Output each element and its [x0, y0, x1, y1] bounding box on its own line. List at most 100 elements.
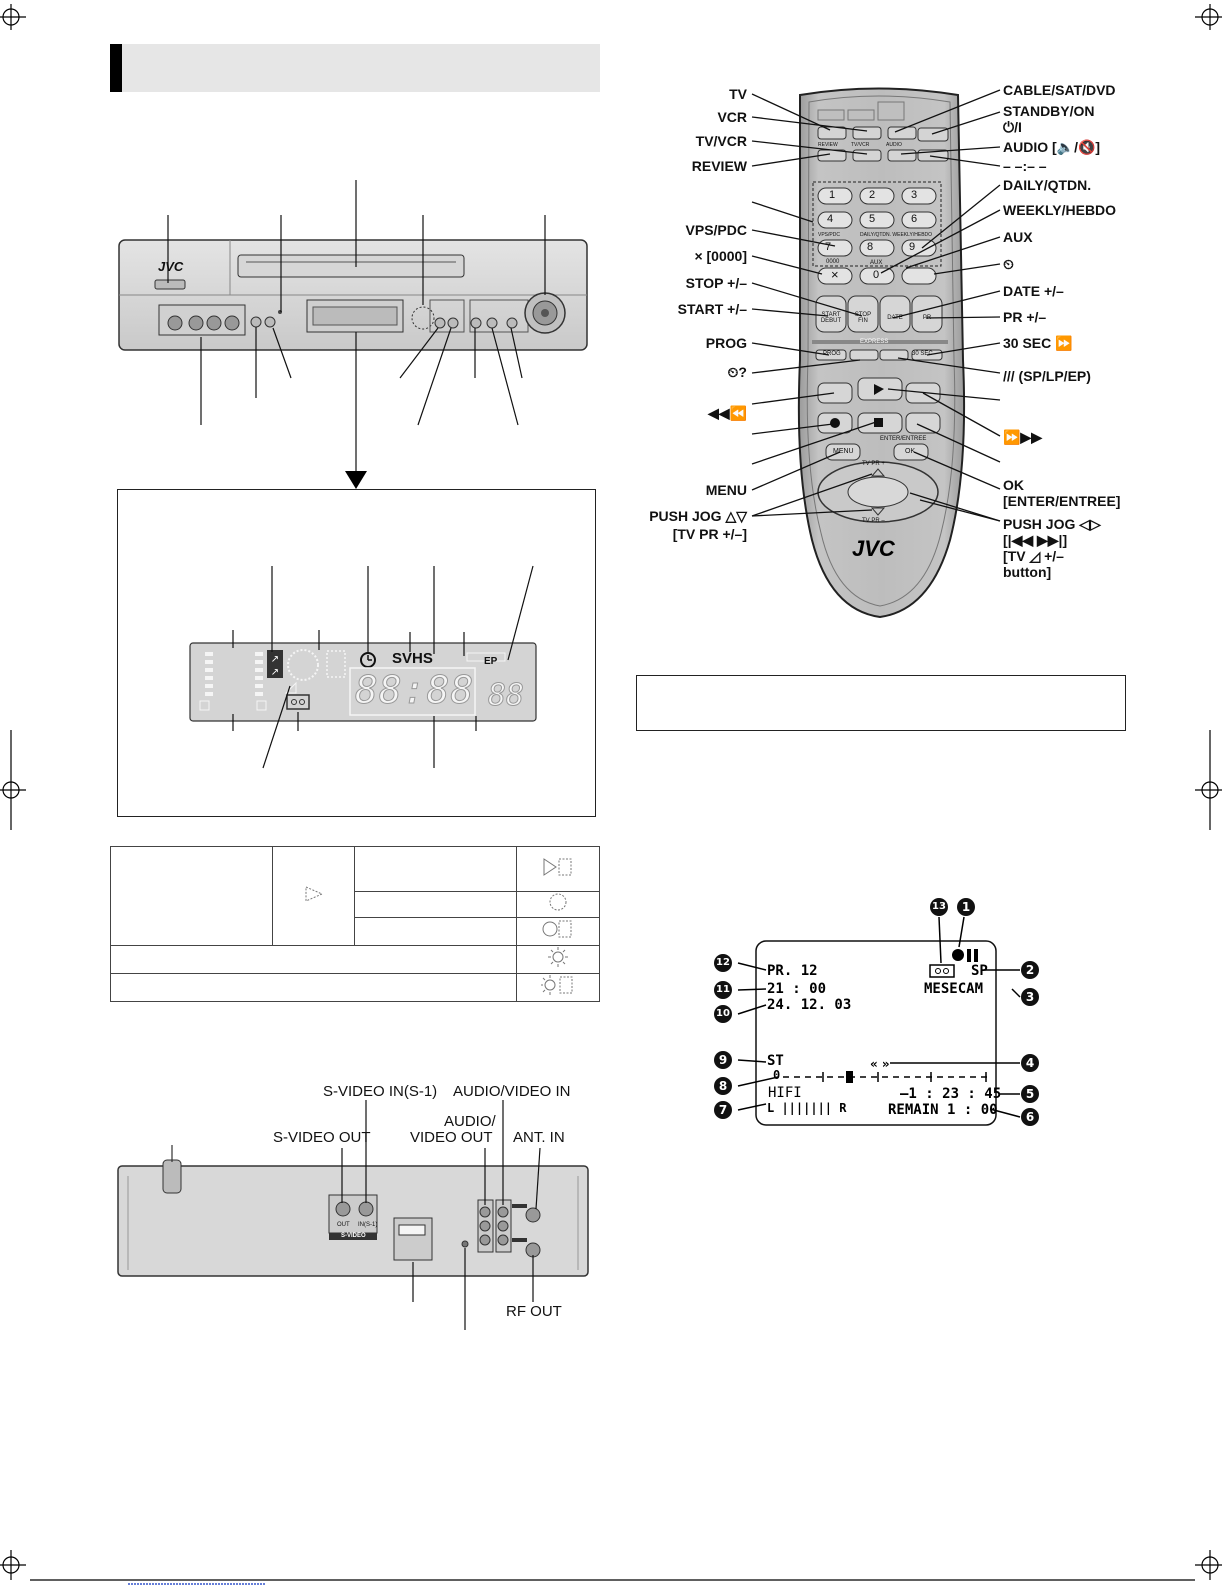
svg-text:↗: ↗	[271, 654, 279, 665]
remote-label-audio: AUDIO [🔈/🔇]	[1003, 139, 1101, 155]
osd-badge-6: 6	[1021, 1108, 1039, 1126]
remote-label-weekly: WEEKLY/HEBDO	[1003, 202, 1117, 218]
front-panel-brand: JVC	[158, 259, 184, 274]
remote-key-clear-label: 0000	[826, 259, 840, 265]
remote-label-tv-vcr: TV/VCR	[695, 133, 747, 149]
remote-key-date[interactable]: DATE	[887, 315, 903, 321]
osd-clock: 21 : 00	[767, 981, 827, 997]
rear-ant-in-label: ANT. IN	[513, 1129, 565, 1146]
rear-svideo-in-small: IN(S-1)	[358, 1222, 378, 1228]
rear-svideo-in-label: S-VIDEO IN(S-1)	[323, 1083, 438, 1100]
remote-label-aux: AUX	[1003, 229, 1033, 245]
remote-key-review-label: REVIEW	[818, 142, 838, 148]
remote-key-audio-label: AUDIO	[886, 142, 902, 148]
remote-key-daily-label: DAILY/QTDN. WEEKLY/HEBDO	[860, 232, 933, 238]
legend-icon-cell	[516, 846, 600, 892]
remote-label-vcr: VCR	[717, 109, 747, 125]
osd-badge-1: 1	[957, 898, 975, 916]
remote-key-start[interactable]: START DEBUT	[820, 312, 842, 324]
osd-badge-13: 13	[930, 898, 948, 916]
osd-counter-zero: 0	[773, 1068, 781, 1082]
remote-label-30sec: 30 SEC ⏩	[1003, 335, 1073, 351]
osd-remain: REMAIN 1 : 00	[888, 1102, 998, 1118]
legend-icon-cell	[516, 973, 600, 1002]
remote-enter-label: ENTER/ENTREE	[880, 436, 927, 442]
remote-brand-logo: JVC	[852, 536, 895, 561]
remote-key-clear[interactable]: ×	[831, 267, 839, 282]
remote-key-9[interactable]: 9	[909, 241, 916, 253]
header-accent	[110, 44, 122, 92]
rear-av-out-label-1: AUDIO/	[444, 1113, 496, 1130]
remote-key-3[interactable]: 3	[911, 189, 918, 201]
remote-key-2[interactable]: 2	[869, 189, 876, 201]
remote-key-prog[interactable]: PROG	[823, 351, 841, 357]
play-grid-icon	[543, 857, 572, 876]
osd-badge-4: 4	[1021, 1054, 1039, 1072]
osd-audio-level: L ||||||| R	[767, 1101, 847, 1115]
osd-badge-3: 3	[1021, 988, 1039, 1006]
remote-label-date: DATE +/–	[1003, 283, 1064, 299]
display-svhs-indicator: SVHS	[392, 650, 433, 667]
remote-label-speed: /// (SP/LP/EP)	[1003, 368, 1091, 384]
remote-label-button: button]	[1003, 564, 1052, 580]
play-outline-icon	[305, 885, 323, 902]
remote-tvpr-top: TV PR +	[862, 461, 885, 467]
remote-key-4[interactable]: 4	[827, 213, 834, 225]
osd-hifi: HIFI	[768, 1085, 802, 1101]
remote-label-timer: ⏲	[1003, 256, 1014, 272]
osd-date: 24. 12. 03	[767, 997, 852, 1013]
remote-key-1[interactable]: 1	[829, 189, 836, 201]
legend-cell	[110, 846, 273, 946]
remote-key-menu[interactable]: MENU	[833, 448, 854, 455]
remote-label-review: REVIEW	[691, 158, 747, 174]
legend-cell	[109, 973, 518, 1002]
remote-label-ffwd: ⏩▶▶	[1003, 429, 1042, 445]
remote-label-push-jog-updown: PUSH JOG △▽	[649, 508, 747, 524]
svg-text:« »: « »	[870, 1057, 890, 1071]
osd-badge-8: 8	[714, 1077, 732, 1095]
rear-svideo-out-small: OUT	[337, 1222, 350, 1228]
remote-label-dashes: – –:– –	[1003, 158, 1047, 174]
remote-key-pr[interactable]: PR	[922, 315, 932, 321]
remote-key-0[interactable]: 0	[873, 269, 880, 281]
osd-badge-10: 10	[714, 1005, 732, 1023]
remote-label-pr: PR +/–	[1003, 309, 1047, 325]
osd-stereo: ST	[767, 1053, 784, 1069]
osd-badge-5: 5	[1021, 1085, 1039, 1103]
rear-rf-out-label: RF OUT	[506, 1303, 562, 1320]
rear-svideo-panel-label: S-VIDEO	[341, 1233, 366, 1239]
remote-key-aux-label: AUX	[870, 260, 883, 266]
osd-tape-speed: SP	[971, 963, 988, 979]
remote-key-7[interactable]: 7	[825, 241, 832, 253]
legend-icon-cell	[516, 917, 600, 946]
flashing-circle-grid-icon	[541, 975, 573, 995]
remote-label-timer-check: ⏲?	[727, 364, 747, 380]
remote-label-stop: STOP +/–	[685, 275, 747, 291]
remote-key-stop[interactable]: STOP FIN	[854, 312, 872, 324]
rear-av-in-label: AUDIO/VIDEO IN	[453, 1083, 571, 1100]
remote-label-vps-pdc: VPS/PDC	[685, 222, 747, 238]
remote-label-menu: MENU	[705, 482, 747, 498]
remote-label-enter: [ENTER/ENTREE]	[1003, 493, 1121, 509]
svg-text:↗: ↗	[271, 667, 279, 678]
remote-label-skip: [|◀◀ ▶▶|]	[1003, 532, 1068, 548]
osd-tape-counter: –1 : 23 : 45	[900, 1086, 1002, 1102]
display-ep-indicator: EP	[484, 656, 498, 667]
section-header-bar	[110, 44, 600, 92]
remote-key-30sec[interactable]: 30 SEC	[912, 351, 933, 357]
remote-key-5[interactable]: 5	[869, 213, 876, 225]
remote-label-tv: TV	[729, 86, 747, 102]
remote-key-6[interactable]: 6	[911, 213, 918, 225]
remote-key-vps-label: VPS/PDC	[818, 232, 840, 238]
remote-label-standby-symbol: ⏻/I	[1003, 119, 1022, 135]
remote-key-ok[interactable]: OK	[905, 448, 916, 455]
remote-label-daily: DAILY/QTDN.	[1003, 177, 1092, 193]
remote-label-cable: CABLE/SAT/DVD	[1003, 82, 1116, 98]
legend-cell	[354, 917, 518, 946]
remote-label-rewind: ◀◀⏪	[708, 405, 747, 421]
legend-play-icon-cell	[271, 846, 356, 946]
remote-key-8[interactable]: 8	[867, 241, 874, 253]
